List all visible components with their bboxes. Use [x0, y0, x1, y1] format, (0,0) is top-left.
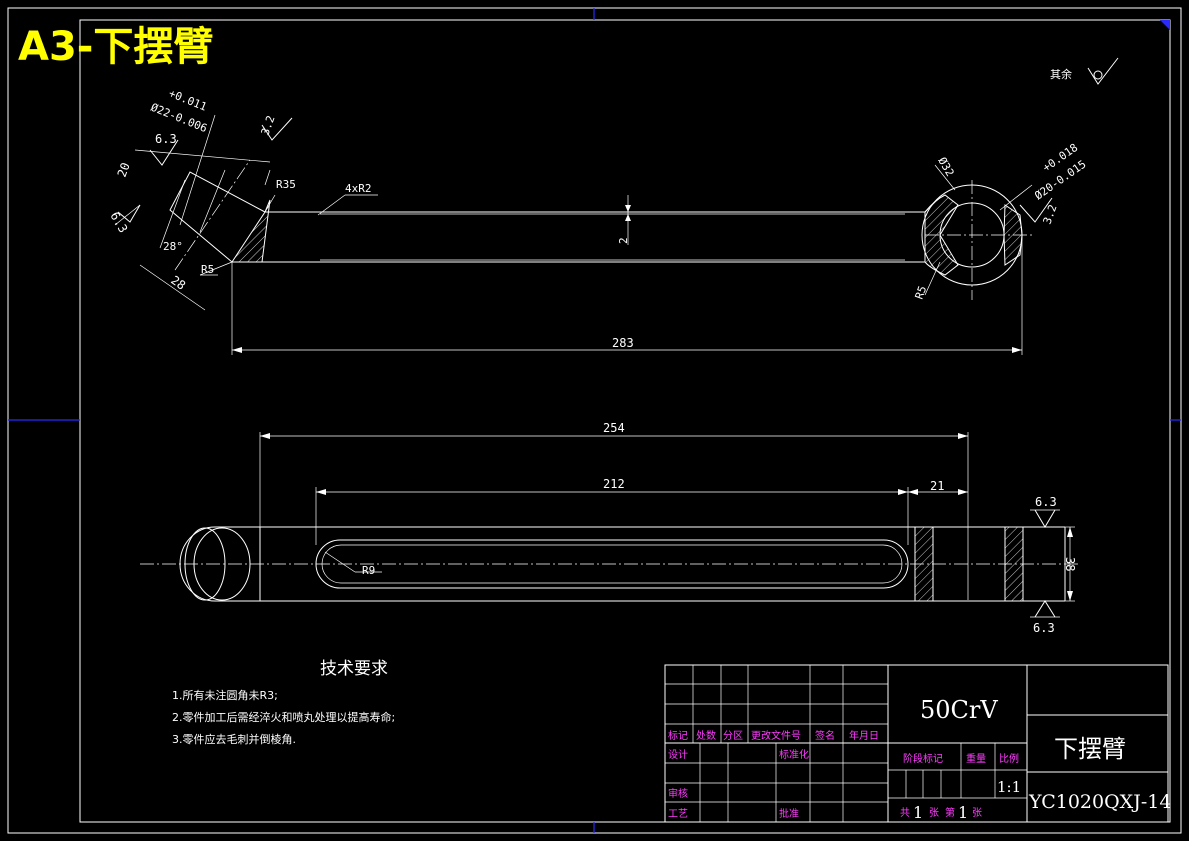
radius-5-left: R5: [201, 263, 214, 276]
sheet-no-unit: 张: [972, 807, 982, 819]
dim-283: 283: [612, 336, 634, 350]
centering-marks: [8, 8, 1181, 833]
radius-5-right: R5: [913, 284, 930, 301]
scale-value: 1:1: [997, 778, 1021, 796]
dim-2: 2: [617, 237, 630, 244]
radius-9: R9: [362, 564, 375, 577]
sheet-title: A3-下摆臂: [18, 24, 213, 70]
material: 50CrV: [920, 696, 998, 724]
col-label-zone: 分区: [723, 730, 743, 742]
roughness-symbol-other: [1087, 57, 1119, 85]
title-block: [664, 664, 1169, 823]
label-design: 设计: [668, 748, 688, 761]
rough-front-bottom: 6.3: [1033, 621, 1055, 635]
front-view: [140, 432, 1080, 618]
label-review: 审核: [668, 787, 688, 800]
rough-right: 3.2: [1041, 203, 1060, 226]
label-standardize: 标准化: [779, 748, 809, 761]
dim-20: 20: [115, 161, 133, 179]
label-process: 工艺: [668, 808, 688, 820]
dim-28: 28: [168, 273, 188, 293]
outer-frame: [7, 7, 1182, 834]
top-view: [114, 114, 1053, 355]
tech-item-1: 1.所有未注圆角未R3;: [172, 688, 278, 702]
inner-frame: [79, 19, 1171, 823]
sheets-total: 1: [913, 803, 923, 822]
col-label-change: 更改文件号: [751, 729, 801, 742]
drawing-number: YC1020QXJ-14: [1028, 791, 1171, 813]
label-scale: 比例: [999, 752, 1019, 765]
label-stage-mark: 阶段标记: [903, 752, 943, 765]
col-label-date: 年月日: [849, 729, 879, 742]
label-approve: 批准: [779, 807, 799, 820]
col-label-mark: 标记: [668, 730, 688, 742]
part-name: 下摆臂: [1054, 735, 1126, 763]
sheets-total-label: 共: [900, 807, 910, 819]
dim-21: 21: [930, 479, 944, 493]
label-weight: 重量: [966, 752, 986, 765]
tech-heading: 技术要求: [320, 659, 388, 679]
col-label-sign: 签名: [815, 729, 835, 742]
angle-28: 28°: [163, 240, 183, 253]
col-label-count: 处数: [696, 729, 716, 742]
tech-item-2: 2.零件加工后需经淬火和喷丸处理以提高寿命;: [172, 710, 395, 724]
rough-left-side: 6.3: [107, 210, 130, 236]
dim-phi32: Ø32: [935, 155, 956, 179]
dim-38: 38: [1063, 557, 1077, 571]
radius-35: R35: [276, 178, 296, 191]
sheet-no-label: 第: [945, 806, 955, 819]
roughness-other-label: 其余: [1050, 67, 1072, 81]
dim-212: 212: [603, 477, 625, 491]
dim-254: 254: [603, 421, 625, 435]
rough-left-top: 3.2: [259, 114, 278, 137]
sheet-no: 1: [958, 803, 968, 822]
sheets-unit: 张: [929, 807, 939, 819]
rough-left-mid: 6.3: [155, 132, 177, 146]
tech-item-3: 3.零件应去毛刺并倒棱角.: [172, 732, 296, 746]
rough-front-top: 6.3: [1035, 495, 1057, 509]
radius-4x: 4xR2: [345, 182, 372, 195]
